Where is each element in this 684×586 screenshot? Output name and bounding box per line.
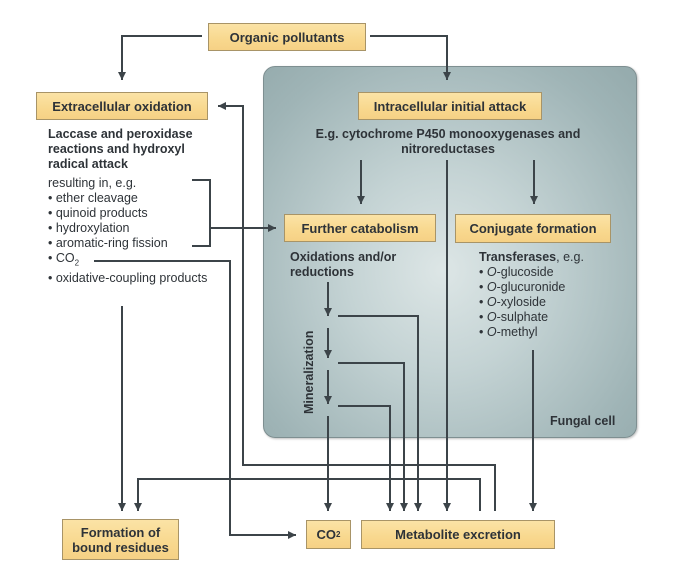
arrowhead-icon — [414, 503, 422, 511]
bound-residues-box: Formation of bound residues — [62, 519, 179, 560]
transferase-item: O-glucuronide — [479, 280, 629, 295]
result-item: hydroxylation — [48, 221, 218, 236]
arrowhead-icon — [324, 350, 332, 358]
branch-1-to-metabolite — [338, 315, 419, 511]
arrowhead-icon — [134, 503, 142, 511]
fungal-cell-region — [263, 66, 637, 438]
result-item: ether cleavage — [48, 191, 218, 206]
intracellular-desc: E.g. cytochrome P450 monooxygenases and … — [315, 127, 581, 156]
arrowhead-icon — [386, 503, 394, 511]
arrowhead-icon — [324, 308, 332, 316]
extracellular-co2-to-co2 — [94, 260, 296, 536]
arrowhead-icon — [530, 196, 538, 204]
organic-pollutants-box: Organic pollutants — [208, 23, 366, 51]
metabolite-excretion-box: Metabolite excretion — [361, 520, 555, 549]
conjugate-formation-box: Conjugate formation — [455, 214, 611, 243]
arrowhead-icon — [324, 503, 332, 511]
result-item-co2: CO2 — [48, 251, 218, 271]
transferase-item: O-sulphate — [479, 310, 629, 325]
arrowhead-icon — [118, 503, 126, 511]
arrowhead-icon — [400, 503, 408, 511]
transferase-item: O-methyl — [479, 325, 629, 340]
arrowhead-icon — [443, 72, 451, 80]
extracellular-results: resulting in, e.g. ether cleavage quinoi… — [48, 176, 218, 286]
further-catabolism-box: Further catabolism — [284, 214, 436, 242]
results-intro: resulting in, e.g. — [48, 176, 137, 190]
conjugate-desc: Transferases, e.g. O-glucoside O-glucuro… — [479, 250, 629, 340]
branch-2-to-metabolite — [338, 362, 405, 511]
arrowhead-icon — [288, 531, 296, 539]
arrowhead-icon — [218, 102, 226, 110]
arrowhead-icon — [529, 503, 537, 511]
metabolite-to-bound — [137, 478, 481, 511]
pollutants-to-intracellular — [370, 35, 448, 80]
arrowhead-icon — [118, 72, 126, 80]
fungal-cell-label: Fungal cell — [550, 414, 616, 428]
branch-3-to-metabolite — [338, 405, 391, 511]
transferase-item: O-glucoside — [479, 265, 629, 280]
extracellular-oxidation-box: Extracellular oxidation — [36, 92, 208, 120]
arrowhead-icon — [268, 224, 276, 232]
arrowhead-icon — [357, 196, 365, 204]
result-item: oxidative-coupling products — [48, 271, 218, 286]
arrowhead-icon — [324, 396, 332, 404]
result-item: quinoid products — [48, 206, 218, 221]
further-desc: Oxidations and/or reductions — [290, 250, 397, 279]
intracellular-attack-box: Intracellular initial attack — [358, 92, 542, 120]
result-item: aromatic-ring fission — [48, 236, 218, 251]
feedback-to-extracellular — [218, 105, 496, 511]
transferase-item: O-xyloside — [479, 295, 629, 310]
extracellular-desc: Laccase and peroxidase reactions and hyd… — [48, 127, 193, 171]
pollutants-to-extracellular — [121, 35, 202, 80]
arrowhead-icon — [443, 503, 451, 511]
mineralization-label: Mineralization — [302, 330, 316, 414]
